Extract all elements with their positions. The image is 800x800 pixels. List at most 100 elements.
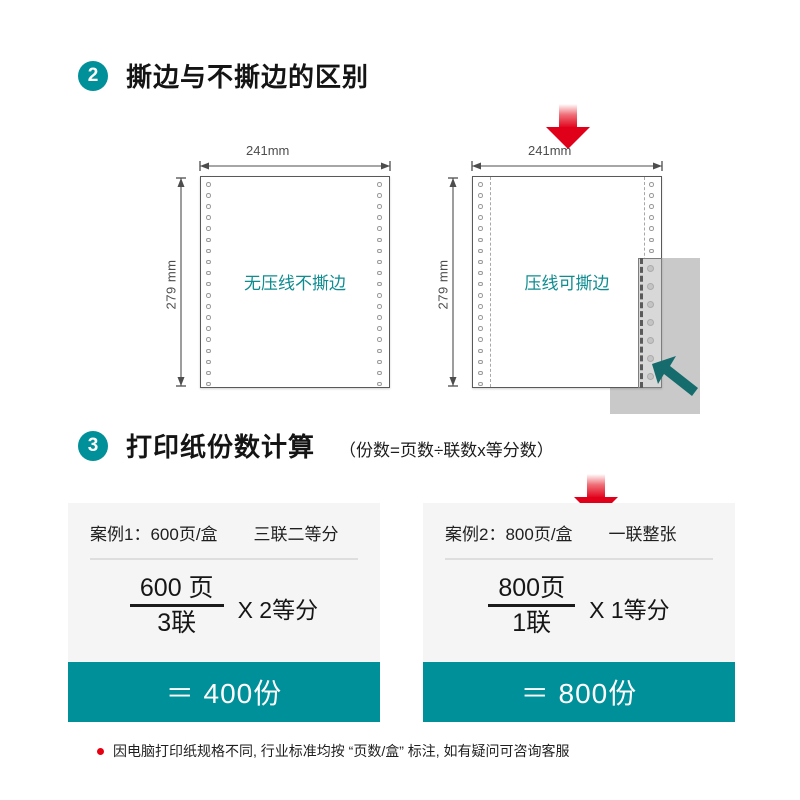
perforation-hole xyxy=(377,182,382,187)
perforation-hole xyxy=(649,193,654,198)
perforation-hole xyxy=(478,182,483,187)
perforation-hole xyxy=(206,182,211,187)
calc-card-1-formula: 600 页 3联 X 2等分 xyxy=(68,560,380,637)
perforation-hole xyxy=(377,381,382,387)
right-height-measure-arrow xyxy=(448,177,458,387)
perforation-hole xyxy=(478,259,483,265)
perforation-hole xyxy=(478,193,483,198)
paper-sheet-no-perforation: 无压线不撕边 xyxy=(200,176,390,388)
perforation-hole xyxy=(377,193,382,198)
perforation-hole xyxy=(377,293,382,298)
perforation-hole xyxy=(206,326,211,331)
perforation-hole xyxy=(478,381,483,387)
perforation-hole xyxy=(478,204,483,209)
perforation-hole xyxy=(478,248,483,254)
calc-card-1-fraction: 600 页 3联 xyxy=(129,574,224,637)
section-3-title: 打印纸份数计算 xyxy=(126,432,316,462)
perforation-hole xyxy=(478,337,483,342)
footnote: 因电脑打印纸规格不同, 行业标准均按 “页数/盒” 标注, 如有疑问可咨询客服 xyxy=(97,741,570,761)
right-width-label: 241mm xyxy=(528,143,572,158)
strip-hole xyxy=(647,265,654,272)
calc-card-1-case-label: 案例1：600页/盒 xyxy=(90,525,218,544)
perforation-hole xyxy=(649,215,654,220)
perforation-hole xyxy=(206,204,211,209)
red-dot-icon xyxy=(97,747,104,755)
perforation-hole xyxy=(377,270,382,276)
perforation-hole xyxy=(206,370,211,376)
section-2-title: 撕边与不撕边的区别 xyxy=(126,62,370,92)
tear-crease-dashed-line xyxy=(640,258,643,388)
perforation-hole xyxy=(377,226,382,231)
strip-hole xyxy=(647,319,654,326)
perforation-hole xyxy=(478,270,483,276)
strip-hole xyxy=(647,373,654,380)
fraction-bar xyxy=(488,604,576,607)
perforation-hole xyxy=(478,237,483,243)
calc-card-1-result: ＝ 400份 xyxy=(68,662,380,722)
strip-hole xyxy=(647,355,654,362)
perforation-hole xyxy=(377,259,382,265)
calc-card-2-header: 案例2：800页/盒 一联整张 xyxy=(423,503,735,545)
perforation-hole xyxy=(649,182,654,187)
section-2-heading: 2 撕边与不撕边的区别 xyxy=(78,57,369,94)
perforation-hole xyxy=(649,237,654,243)
perforation-hole xyxy=(377,348,382,354)
calc-card-2-spec-label: 一联整张 xyxy=(608,525,677,544)
perforation-hole xyxy=(206,237,211,243)
calc-card-2-result: ＝ 800份 xyxy=(423,662,735,722)
perforation-hole xyxy=(649,226,654,231)
calc-card-1-denominator: 3联 xyxy=(157,609,197,637)
calc-card-1-multiplier: X 2等分 xyxy=(237,596,319,623)
section-3-subtitle: （份数=页数÷联数x等分数） xyxy=(339,441,554,460)
perforation-hole xyxy=(206,304,211,309)
perforation-hole xyxy=(377,370,382,376)
up-left-arrow-icon xyxy=(652,356,698,396)
perforation-holes-right xyxy=(377,177,386,387)
perforation-hole xyxy=(206,226,211,231)
perforation-hole xyxy=(206,293,211,298)
perforation-hole xyxy=(377,337,382,342)
perforation-hole xyxy=(206,381,211,387)
perforation-hole xyxy=(206,337,211,342)
perforation-hole xyxy=(377,315,382,320)
perforation-hole xyxy=(478,359,483,365)
left-width-label: 241mm xyxy=(246,143,290,158)
perforation-hole xyxy=(377,204,382,209)
paper-label-no-perforation: 无压线不撕边 xyxy=(244,274,346,293)
perforation-hole xyxy=(206,193,211,198)
perforation-hole xyxy=(206,315,211,320)
left-width-measure-arrow xyxy=(199,161,391,171)
strip-hole xyxy=(647,283,654,290)
calc-card-1-header: 案例1：600页/盒 三联二等分 xyxy=(68,503,380,545)
strip-hole xyxy=(647,337,654,344)
perforation-hole xyxy=(478,315,483,320)
perforation-hole xyxy=(478,226,483,231)
paper-sheet-with-perforation: 压线可撕边 xyxy=(472,176,662,388)
calc-card-1-divider xyxy=(90,558,358,560)
footnote-text: 因电脑打印纸规格不同, 行业标准均按 “页数/盒” 标注, 如有疑问可咨询客服 xyxy=(113,743,570,759)
perforation-hole xyxy=(478,348,483,354)
calc-card-2-numerator: 800页 xyxy=(498,574,566,602)
section-2-badge: 2 xyxy=(78,60,108,91)
perforation-hole xyxy=(478,370,483,376)
perforation-hole xyxy=(206,248,211,254)
calc-card-2-case-label: 案例2：800页/盒 xyxy=(445,525,573,544)
perforation-hole xyxy=(206,359,211,365)
calc-card-2-divider xyxy=(445,558,713,560)
perforation-hole xyxy=(478,326,483,331)
perforation-holes-left xyxy=(478,177,487,387)
perforation-crease-left xyxy=(490,177,491,387)
paper-label-with-perforation: 压线可撕边 xyxy=(524,274,610,293)
perforation-hole xyxy=(377,248,382,254)
calc-card-case-2: 案例2：800页/盒 一联整张 800页 1联 X 1等分 xyxy=(423,503,735,662)
perforation-holes-left xyxy=(206,177,215,387)
calc-card-2-multiplier: X 1等分 xyxy=(589,596,670,623)
perforation-hole xyxy=(206,270,211,276)
perforation-hole xyxy=(206,348,211,354)
perforation-hole xyxy=(377,215,382,220)
calc-card-1-spec-label: 三联二等分 xyxy=(253,525,339,544)
perforation-hole xyxy=(478,293,483,298)
perforation-hole xyxy=(377,237,382,243)
calc-card-case-1: 案例1：600页/盒 三联二等分 600 页 3联 X 2等分 xyxy=(68,503,380,662)
